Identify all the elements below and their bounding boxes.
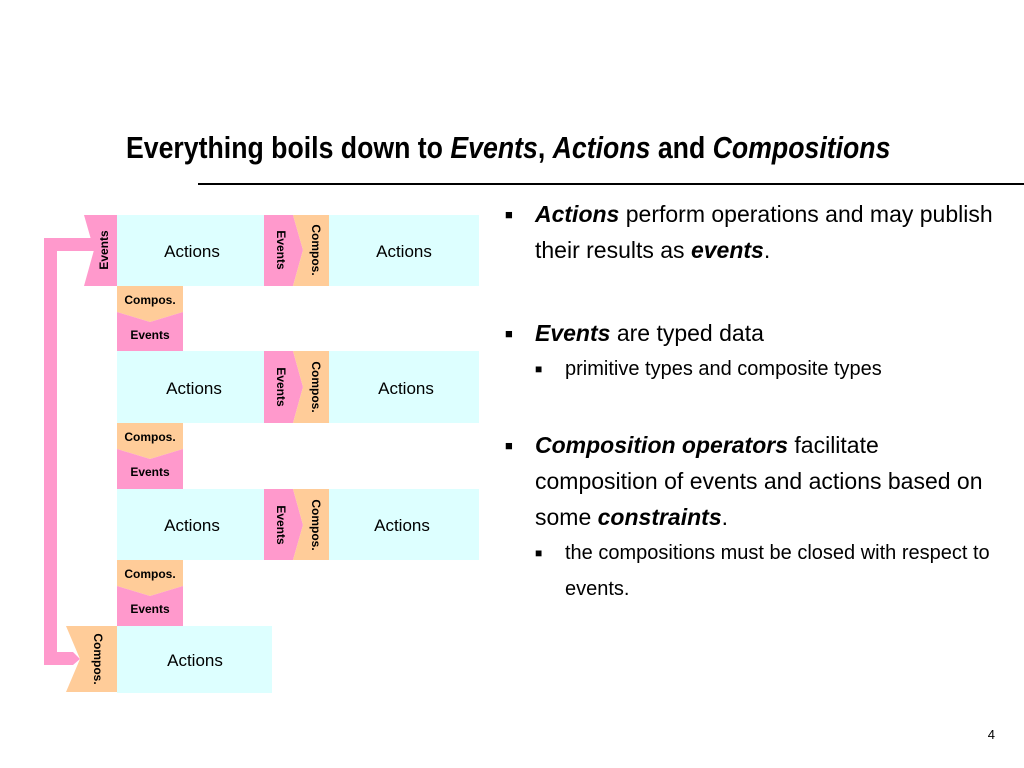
compos-chevron bbox=[117, 286, 183, 322]
compos-chevron bbox=[117, 560, 183, 596]
actions-label: Actions bbox=[376, 242, 432, 261]
compos-label: Compos. bbox=[124, 567, 175, 581]
sub-bullet-closed: ■the compositions must be closed with re… bbox=[535, 535, 1005, 607]
actions-label: Actions bbox=[378, 379, 434, 398]
connector-bottom bbox=[57, 652, 80, 665]
bullet-square-icon: ■ bbox=[535, 546, 543, 560]
actions-box bbox=[117, 489, 265, 560]
actions-label: Actions bbox=[166, 379, 222, 398]
actions-label: Actions bbox=[167, 651, 223, 670]
compos-arrow bbox=[293, 489, 329, 560]
bullet-square-icon: ■ bbox=[535, 362, 543, 376]
actions-box bbox=[117, 351, 265, 423]
actions-box bbox=[329, 215, 479, 286]
events-label: Events bbox=[97, 230, 111, 270]
compos-arrow bbox=[66, 626, 117, 692]
bullet-events: ■Events are typed data bbox=[505, 315, 1005, 351]
actions-box bbox=[117, 215, 265, 286]
events-label: Events bbox=[274, 505, 288, 545]
events-label: Events bbox=[130, 465, 170, 479]
events-arrow bbox=[264, 351, 303, 423]
sub-bullet-types: ■primitive types and composite types bbox=[535, 351, 1005, 387]
connector-top bbox=[44, 238, 94, 251]
events-chevron bbox=[117, 586, 183, 626]
actions-label: Actions bbox=[164, 516, 220, 535]
composition-diagram: Actions Actions Events Events Compos. Co… bbox=[44, 215, 479, 693]
compos-label: Compos. bbox=[309, 224, 323, 275]
page-number: 4 bbox=[987, 727, 995, 742]
slide-title: Everything boils down to Events, Actions… bbox=[126, 130, 891, 165]
bullet-square-icon: ■ bbox=[505, 438, 513, 453]
compos-label: Compos. bbox=[309, 361, 323, 412]
events-label: Events bbox=[130, 328, 170, 342]
compos-arrow bbox=[293, 351, 329, 423]
bullet-list: ■Actions perform operations and may publ… bbox=[505, 196, 1005, 607]
events-label: Events bbox=[274, 367, 288, 407]
events-arrow bbox=[84, 215, 117, 286]
events-label: Events bbox=[130, 602, 170, 616]
compos-label: Compos. bbox=[309, 499, 323, 550]
compos-label: Compos. bbox=[91, 633, 105, 684]
actions-box bbox=[329, 351, 479, 423]
connector-vertical bbox=[44, 238, 57, 665]
bullet-actions: ■Actions perform operations and may publ… bbox=[505, 196, 1005, 268]
events-chevron bbox=[117, 449, 183, 489]
compos-arrow bbox=[293, 215, 329, 286]
events-arrow bbox=[264, 489, 303, 560]
bullet-square-icon: ■ bbox=[505, 326, 513, 341]
bullet-square-icon: ■ bbox=[505, 207, 513, 222]
actions-box bbox=[117, 626, 272, 693]
compos-label: Compos. bbox=[124, 293, 175, 307]
title-underline bbox=[198, 183, 1024, 185]
compos-label: Compos. bbox=[124, 430, 175, 444]
events-arrow bbox=[264, 215, 303, 286]
events-label: Events bbox=[274, 230, 288, 270]
actions-box bbox=[329, 489, 479, 560]
actions-label: Actions bbox=[374, 516, 430, 535]
events-chevron bbox=[117, 312, 183, 351]
compos-chevron bbox=[117, 423, 183, 459]
actions-label: Actions bbox=[164, 242, 220, 261]
bullet-composition-operators: ■Composition operators facilitate compos… bbox=[505, 427, 1005, 535]
